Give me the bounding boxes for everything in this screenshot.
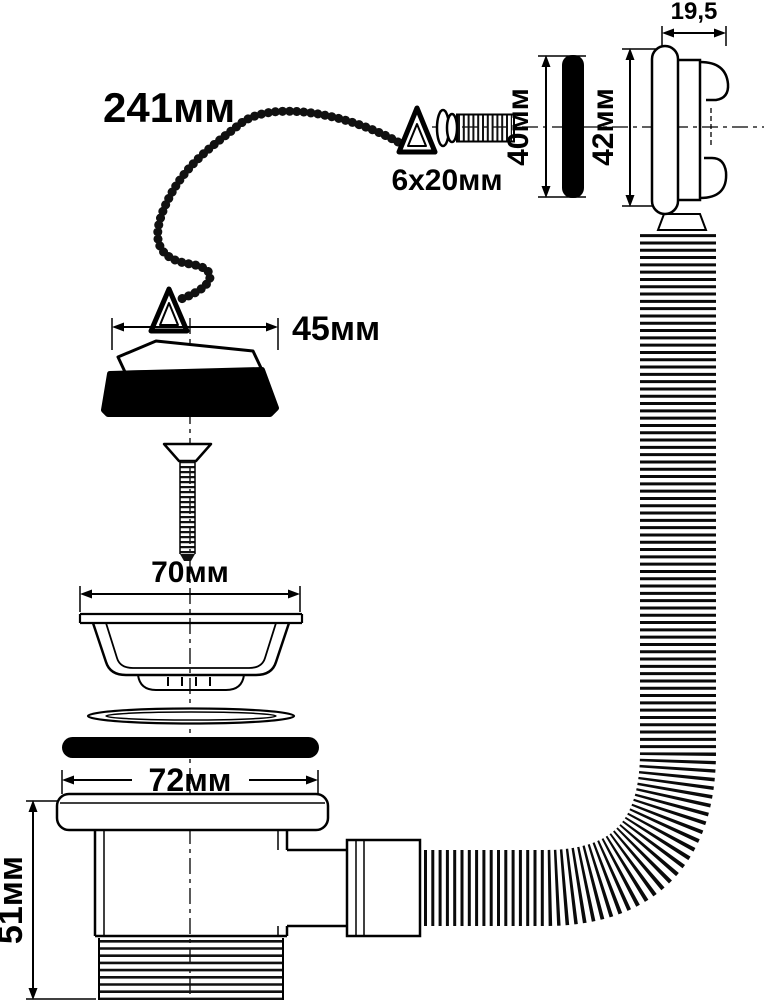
strainer-slots	[167, 677, 211, 686]
thread-edges	[98, 938, 284, 1000]
plug-eyelet-triangle	[148, 286, 190, 334]
overflow-washer: 40мм	[502, 55, 586, 198]
plug-top-face	[116, 339, 264, 374]
arrow-left	[112, 322, 124, 332]
side-outlet	[287, 848, 347, 928]
nut-detail-lines	[355, 840, 365, 936]
body-height-label: 51мм	[0, 856, 30, 944]
strainer-diameter-label: 70мм	[151, 556, 229, 589]
screw-collar	[445, 112, 459, 144]
strainer: 70мм	[78, 556, 304, 691]
plug-diameter-label: 45мм	[292, 310, 380, 348]
screw-head	[162, 442, 213, 463]
washer-body	[562, 55, 584, 198]
flange-body	[55, 792, 330, 832]
gasket-outer	[86, 707, 296, 725]
bead-chain	[153, 106, 403, 305]
screw-eyelet-inner	[407, 123, 427, 147]
corrugated-hose	[424, 232, 716, 926]
arrow-left	[662, 28, 674, 38]
strainer-bowl-outer	[91, 622, 291, 677]
cover-body	[678, 58, 702, 202]
arrow-up	[541, 55, 551, 67]
flange-diameter-label: 72мм	[149, 762, 232, 798]
strainer-base	[137, 674, 245, 691]
flat-gasket	[86, 707, 296, 725]
screw-shank-outline	[456, 113, 515, 143]
strainer-flange	[78, 612, 304, 625]
screw-spec-label: 6x20мм	[391, 164, 502, 197]
outlet-nut	[345, 838, 422, 938]
chain-beads	[153, 106, 403, 305]
plug: 45мм	[101, 286, 380, 417]
plug-body	[101, 367, 279, 417]
screw-eyelet-triangle	[396, 105, 438, 155]
arrow-right	[714, 28, 726, 38]
arrow-down	[625, 195, 635, 207]
arrow-left	[62, 775, 74, 785]
arrow-left	[80, 589, 92, 599]
arrow-up	[28, 800, 38, 812]
overflow-screw: 6x20мм	[391, 105, 515, 197]
arrow-right	[266, 322, 278, 332]
drain-body: 51мм	[0, 800, 422, 1000]
cover-face	[650, 44, 680, 216]
cover-height-label: 42мм	[587, 88, 620, 166]
plug-eyelet-inner	[159, 302, 179, 326]
cover-depth-label: 19,5	[671, 0, 718, 25]
arrow-right	[306, 775, 318, 785]
cover-tail	[656, 213, 708, 231]
arrow-right	[288, 589, 300, 599]
arrow-down	[541, 186, 551, 198]
arrow-down	[28, 988, 38, 1000]
washer-height-label: 40мм	[502, 88, 535, 166]
gasket-inner	[105, 711, 277, 721]
centerlines	[189, 126, 764, 1000]
cover-bottom-hook	[699, 156, 728, 200]
top-flange: 72мм	[55, 762, 330, 832]
rubber-ring	[62, 737, 319, 758]
fixing-screw	[162, 442, 213, 561]
chain-length-label: 241мм	[103, 84, 235, 131]
arrow-up	[625, 48, 635, 60]
strainer-bowl-inner	[105, 622, 277, 669]
screw-tip	[180, 554, 195, 561]
overflow-cover: 42мм 19,5	[587, 0, 730, 231]
cover-top-hook	[699, 60, 730, 102]
